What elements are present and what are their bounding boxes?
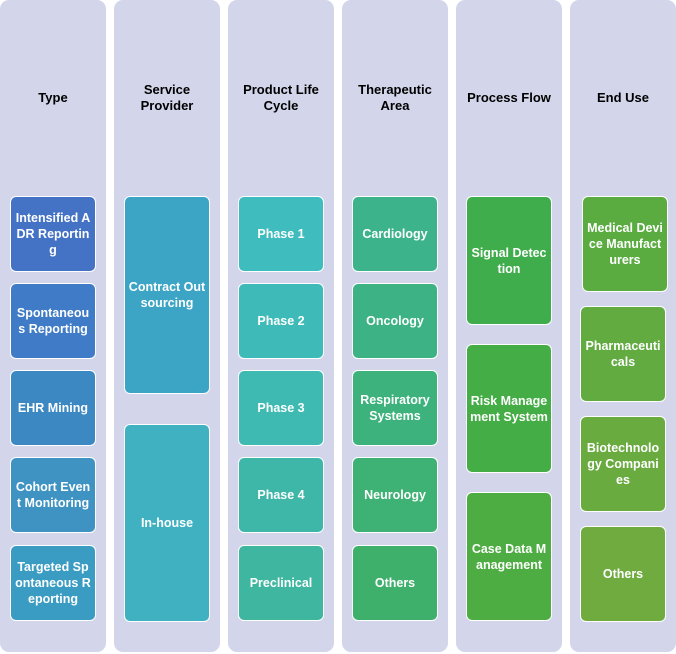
item-box: Spontaneous Reporting: [10, 283, 96, 359]
column-end-use: End Use Medical Device Manufacturers Pha…: [570, 0, 676, 652]
column-title: Product Life Cycle: [243, 82, 319, 113]
item-box: EHR Mining: [10, 370, 96, 446]
column-therapeutic-area: Therapeutic Area Cardiology Oncology Res…: [342, 0, 448, 652]
column-title: End Use: [596, 90, 649, 105]
item-box: Intensified ADR Reporting: [10, 196, 96, 272]
item-box: In-house: [124, 424, 210, 622]
item-box: Preclinical: [238, 545, 324, 621]
item-box: Respiratory Systems: [352, 370, 438, 446]
item-box: Medical Device Manufacturers: [582, 196, 668, 292]
column-title: Process Flow: [467, 90, 551, 105]
column-title: Therapeutic Area: [358, 82, 432, 113]
column-process-flow: Process Flow Signal Detection Risk Manag…: [456, 0, 562, 652]
item-box: Contract Outsourcing: [124, 196, 210, 394]
column-title: Type: [38, 90, 68, 105]
item-box: Pharmaceuticals: [580, 306, 666, 402]
item-box: Phase 3: [238, 370, 324, 446]
column-product-life-cycle: Product Life Cycle Phase 1 Phase 2 Phase…: [228, 0, 334, 652]
item-box: Neurology: [352, 457, 438, 533]
item-box: Oncology: [352, 283, 438, 359]
item-box: Biotechnology Companies: [580, 416, 666, 512]
item-box: Risk Management System: [466, 344, 552, 473]
item-box: Phase 4: [238, 457, 324, 533]
item-box: Others: [580, 526, 666, 622]
item-box: Targeted Spontaneous Reporting: [10, 545, 96, 621]
item-box: Case Data Management: [466, 492, 552, 621]
item-box: Cohort Event Monitoring: [10, 457, 96, 533]
item-box: Cardiology: [352, 196, 438, 272]
column-type: Type Intensified ADR Reporting Spontaneo…: [0, 0, 106, 652]
column-title: Service Provider: [140, 82, 194, 113]
item-box: Phase 1: [238, 196, 324, 272]
column-service-provider: Service Provider Contract Outsourcing In…: [114, 0, 220, 652]
item-box: Signal Detection: [466, 196, 552, 325]
item-box: Others: [352, 545, 438, 621]
item-box: Phase 2: [238, 283, 324, 359]
